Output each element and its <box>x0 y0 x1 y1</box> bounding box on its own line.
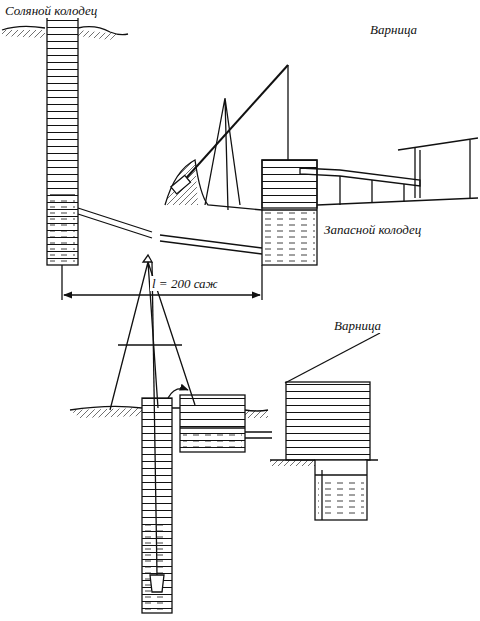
building-label: Варница <box>332 318 383 333</box>
dimension-label: l = 200 саж <box>150 276 220 291</box>
well-label: Запасной колодец <box>322 222 423 237</box>
well-label: Соляной колодец <box>3 3 99 18</box>
building-label: Варница <box>368 22 419 37</box>
